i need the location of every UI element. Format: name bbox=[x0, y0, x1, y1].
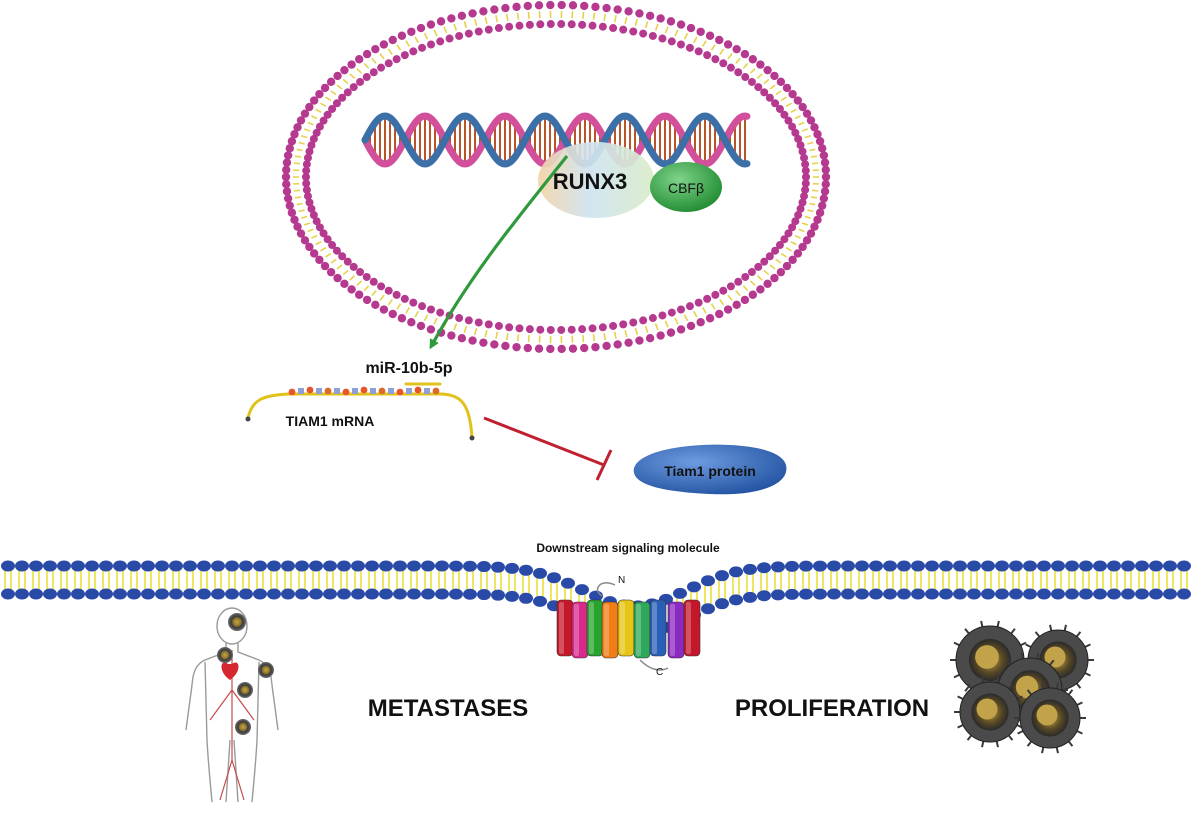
dna-helix-icon bbox=[361, 112, 751, 168]
proliferation-label: PROLIFERATION bbox=[735, 695, 929, 722]
tiam1-mrna-label: TIAM1 mRNA bbox=[286, 413, 375, 429]
c-terminus-label: C bbox=[656, 667, 663, 678]
seven-transmembrane-receptor-icon: N C bbox=[556, 575, 701, 678]
metastasis-site bbox=[237, 682, 253, 698]
runx3-protein: RUNX3 bbox=[538, 142, 654, 218]
inhibition-line bbox=[483, 416, 613, 481]
downstream-label: Downstream signaling molecule bbox=[536, 541, 720, 555]
n-terminus-label: N bbox=[618, 575, 625, 586]
mirna-label: miR-10b-5p bbox=[365, 360, 452, 377]
metastasis-site bbox=[228, 613, 246, 631]
cbfb-label: CBFβ bbox=[668, 180, 704, 196]
human-body-icon bbox=[185, 607, 279, 803]
tiam1-mrna bbox=[245, 386, 475, 441]
tumor-cell-cluster-icon bbox=[950, 620, 1094, 754]
cbfb-protein: CBFβ bbox=[650, 162, 722, 212]
runx3-label: RUNX3 bbox=[553, 169, 628, 194]
metastases-label: METASTASES bbox=[368, 695, 528, 722]
metastasis-site bbox=[235, 719, 251, 735]
tiam1-protein: Tiam1 protein bbox=[633, 444, 787, 495]
activation-arrow bbox=[429, 155, 569, 350]
tiam1-protein-label: Tiam1 protein bbox=[664, 463, 756, 479]
nuclear-envelope bbox=[281, 0, 831, 354]
metastasis-site bbox=[217, 647, 233, 663]
metastasis-site bbox=[258, 662, 274, 678]
